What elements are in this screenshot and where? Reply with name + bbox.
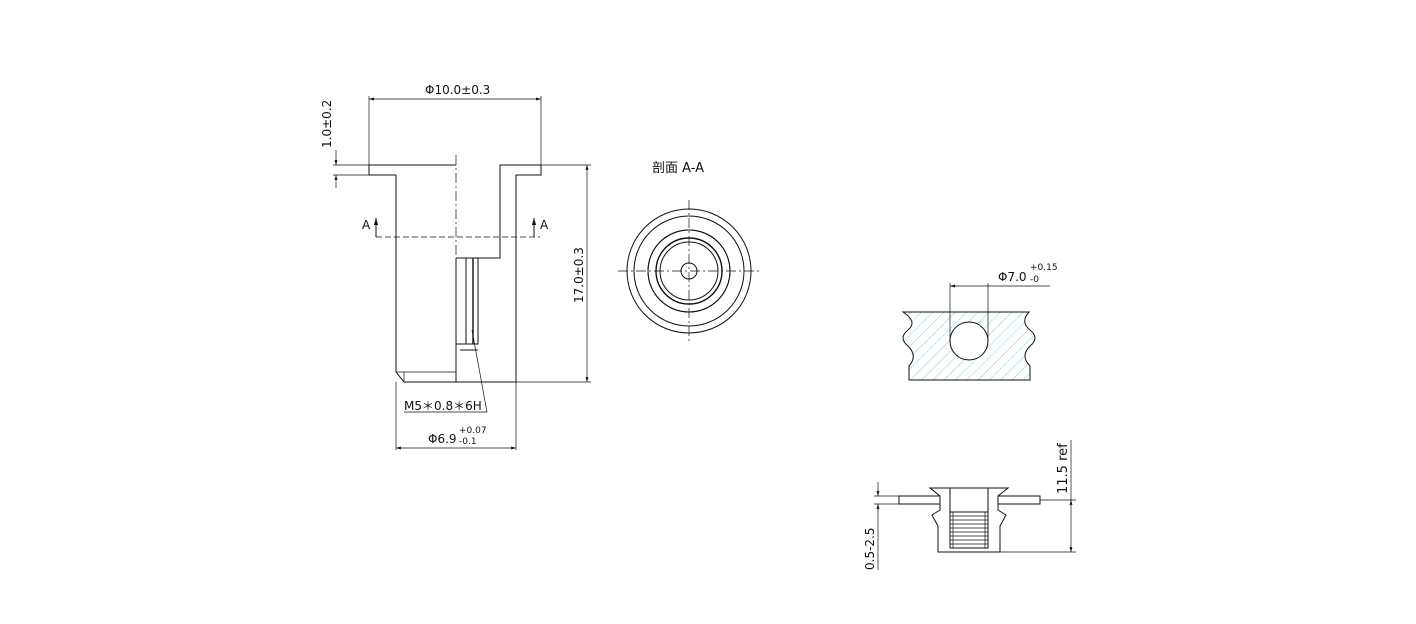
body-diameter-lower-tol: -0.1 <box>459 437 477 447</box>
hole-diameter-upper-tol: +0.15 <box>1030 263 1058 273</box>
length-dim: 17.0±0.3 <box>572 247 586 303</box>
body-diameter-upper-tol: +0.07 <box>459 426 487 436</box>
panel-right <box>997 495 1041 505</box>
flange-outline <box>368 164 456 176</box>
hole-diameter-dim: Φ7.0 <box>998 270 1027 284</box>
section-aa-view: 剖面 A-A <box>618 161 760 342</box>
grip-range-dim: 0.5-2.5 <box>863 528 877 571</box>
body-outline <box>395 175 456 383</box>
flange-section-hatch <box>455 164 542 383</box>
body-diameter-dim: Φ6.9 <box>428 432 457 446</box>
hole-diameter-lower-tol: -0 <box>1030 275 1039 285</box>
flange-diameter-dim: Φ10.0±0.3 <box>425 83 490 97</box>
side-view: A A Φ10.0±0.3 1.0±0.2 17.0±0.3 M5＊0.8＊6H… <box>320 83 591 450</box>
panel-hole-view: Φ7.0 +0.15 -0 <box>901 263 1058 381</box>
flange-thickness-dim: 1.0±0.2 <box>320 100 334 148</box>
installed-view: 0.5-2.5 11.5 ref <box>863 440 1076 570</box>
section-marker-left: A <box>362 218 371 232</box>
panel-left <box>898 495 941 505</box>
section-marker-right: A <box>540 218 549 232</box>
section-title: 剖面 A-A <box>652 161 704 176</box>
thread-spec: M5＊0.8＊6H <box>404 399 482 413</box>
installed-height-dim: 11.5 ref <box>1056 443 1071 494</box>
mounting-hole <box>949 321 989 361</box>
